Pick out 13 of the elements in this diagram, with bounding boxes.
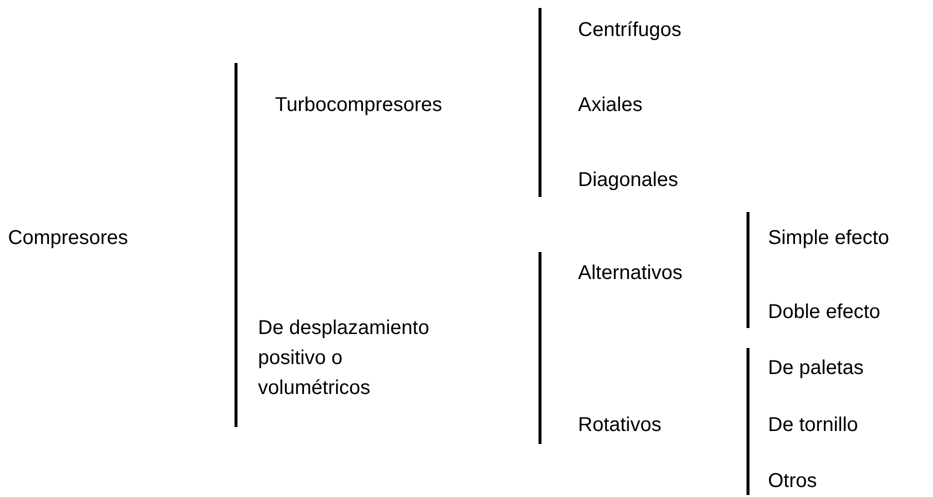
category-label: Rotativos xyxy=(578,413,662,438)
category-label: Alternativos xyxy=(578,261,682,286)
category-label: Axiales xyxy=(578,93,642,118)
category-label: Turbocompresores xyxy=(275,93,442,118)
category-label: Centrífugos xyxy=(578,18,682,43)
category-label: De tornillo xyxy=(768,413,858,438)
category-label: Simple efecto xyxy=(768,226,890,251)
category-label: De paletas xyxy=(768,356,864,381)
category-label: Diagonales xyxy=(578,168,678,193)
root-label: Compresores xyxy=(8,226,128,251)
category-label: Otros xyxy=(768,469,817,494)
category-label: Doble efecto xyxy=(768,300,880,325)
category-label: De desplazamiento positivo o volumétricos xyxy=(258,316,430,401)
